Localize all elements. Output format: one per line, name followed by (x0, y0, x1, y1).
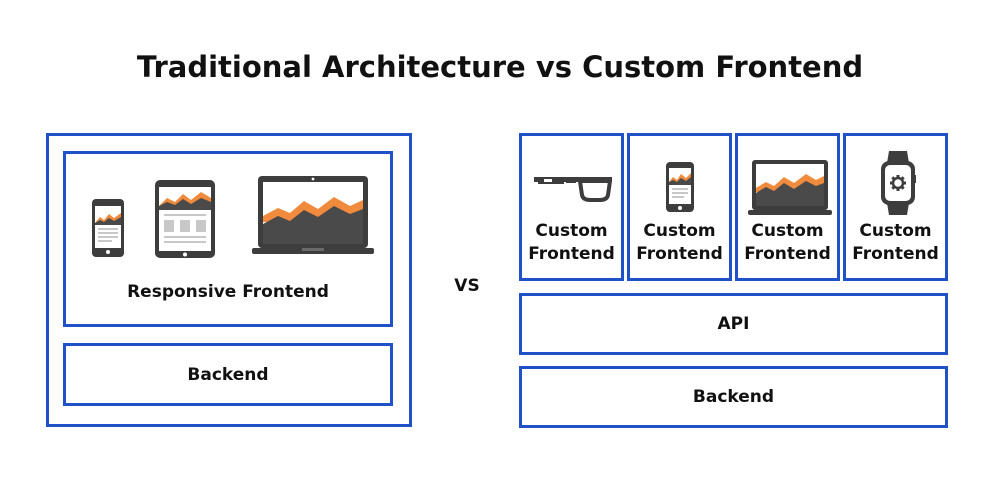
custom-frontend-label: Custom Frontend (636, 221, 723, 264)
custom-backend-box: Backend (519, 366, 948, 428)
diagram-title: Traditional Architecture vs Custom Front… (136, 50, 864, 84)
custom-frontend-label: Custom Frontend (852, 221, 939, 264)
traditional-backend-box: Backend (63, 343, 393, 406)
vs-label: VS (454, 276, 480, 296)
custom-frontend-card: Custom Frontend (519, 133, 624, 281)
traditional-backend-label: Backend (187, 364, 269, 385)
smartwatch-icon (881, 151, 916, 215)
laptop-icon (748, 160, 832, 215)
custom-frontend-label: Custom Frontend (744, 221, 831, 264)
smartphone-icon (666, 162, 694, 212)
api-box: API (519, 293, 948, 355)
custom-frontend-card: Custom Frontend (735, 133, 840, 281)
api-label: API (717, 314, 750, 334)
smart-glasses-icon (534, 177, 612, 202)
custom-frontend-card: Custom Frontend (627, 133, 732, 281)
responsive-frontend-label: Responsive Frontend (127, 282, 329, 302)
responsive-frontend-box: Responsive Frontend (63, 151, 393, 327)
custom-frontend-label: Custom Frontend (528, 221, 615, 264)
smartphone-icon (92, 199, 124, 257)
custom-backend-label: Backend (692, 387, 775, 407)
tablet-icon (155, 180, 215, 258)
laptop-icon (252, 176, 374, 254)
custom-frontend-card: Custom Frontend (843, 133, 948, 281)
